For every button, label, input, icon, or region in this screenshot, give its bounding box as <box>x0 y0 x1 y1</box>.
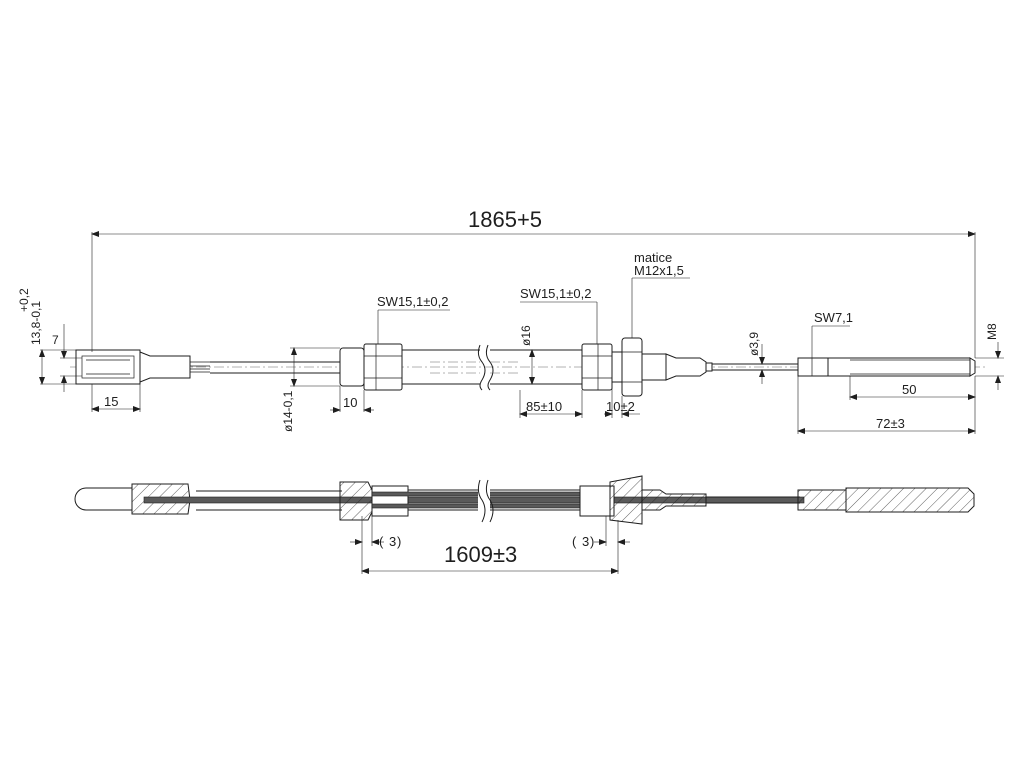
tol-plus-label: +0,2 <box>17 288 31 312</box>
collar-right <box>611 351 623 383</box>
nut-m12 <box>621 337 643 397</box>
top-view <box>70 337 985 397</box>
eye-dia-label: 13,8-0,1 <box>29 301 43 345</box>
top-dimensions: 1865+5 +0,2 13,8-0,1 7 15 SW15,1±0,2 10 … <box>17 207 1004 434</box>
section-view <box>74 475 975 525</box>
section-hex-right <box>579 485 615 517</box>
nozzle-tip <box>705 362 713 372</box>
section-threaded-end <box>845 487 975 513</box>
break-mark-right <box>485 344 494 391</box>
section-crimp-right <box>797 489 847 511</box>
break-mark-left <box>477 344 486 391</box>
eye-fitting-left <box>75 349 141 385</box>
len-72-label: 72±3 <box>876 416 905 431</box>
nut-label-line2: M12x1,5 <box>634 263 684 278</box>
section-nut-right <box>609 475 643 525</box>
section-dimensions: 1609±3 ( 3 ) ( 3 ) <box>350 516 630 574</box>
eye-slot <box>81 355 135 379</box>
gap-left-close: ) <box>397 534 401 549</box>
section-sleeve-left <box>339 481 373 521</box>
len-10-label: 10 <box>343 395 357 410</box>
hex-left <box>363 343 403 391</box>
sheath-length-label: 1609±3 <box>444 542 517 567</box>
section-sheath-lower <box>371 503 611 509</box>
gap-right-close: ) <box>590 534 594 549</box>
gap-right-label: 3 <box>582 534 589 549</box>
eye-len-label: 15 <box>104 394 118 409</box>
gap-left-label: 3 <box>389 534 396 549</box>
dia-14-label: ø14-0,1 <box>281 390 295 432</box>
nut-label-line1: matice <box>634 250 672 265</box>
eye-slot-label: 7 <box>52 333 59 347</box>
section-hex-left <box>371 485 409 517</box>
len-50-label: 50 <box>902 382 916 397</box>
eye-neck <box>139 351 191 383</box>
section-nozzle <box>641 489 707 511</box>
len-10-2-label: 10±2 <box>606 399 635 414</box>
sleeve-left <box>339 347 365 387</box>
gap-left-open: ( <box>379 534 384 549</box>
gap-right-open: ( <box>572 534 577 549</box>
dia-16-label: ø16 <box>519 325 533 346</box>
len-85-label: 85±10 <box>526 399 562 414</box>
section-eye-left <box>74 487 133 511</box>
hex-right <box>581 343 613 391</box>
threaded-stem <box>641 353 667 381</box>
thread-label: M8 <box>985 323 999 340</box>
overall-length-label: 1865+5 <box>468 207 542 232</box>
taper-nozzle <box>665 353 707 381</box>
sw-right-label: SW15,1±0,2 <box>520 286 591 301</box>
threaded-end-m8 <box>827 357 971 377</box>
end-crimp <box>797 357 829 377</box>
sw-left-label: SW15,1±0,2 <box>377 294 448 309</box>
section-sheath-upper <box>371 491 611 497</box>
sw-end-label: SW7,1 <box>814 310 853 325</box>
dia-3-9-label: ø3,9 <box>747 332 761 356</box>
